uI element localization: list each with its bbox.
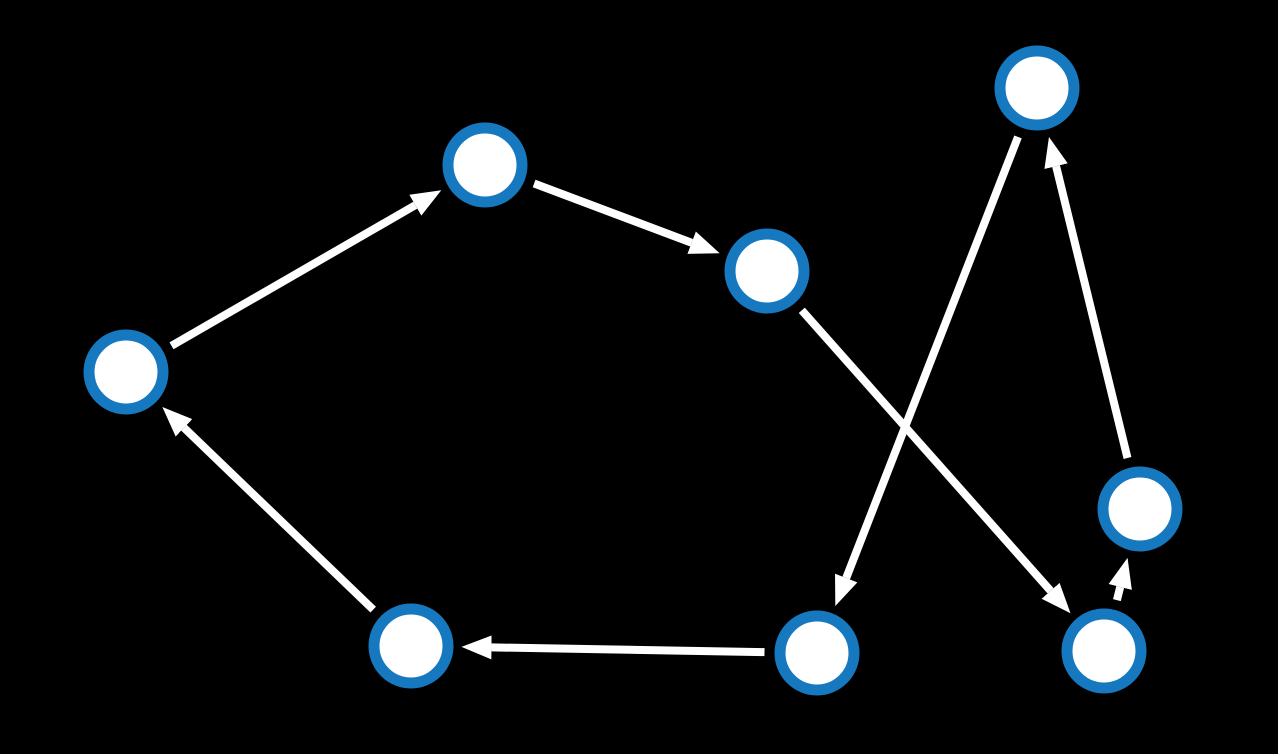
node-right: [1097, 466, 1183, 552]
edge-node-bottom-right-to-node-right: [1108, 557, 1132, 602]
edge-node-top-right-to-node-bottom-mid: [835, 135, 1022, 606]
node-left: [83, 329, 169, 415]
node-upper-middle: [442, 122, 528, 208]
edge-node-left-to-node-upper-middle: [169, 190, 442, 350]
edge-node-right-to-node-top-right: [1044, 137, 1132, 459]
edge-node-bottom-left-to-node-left: [162, 407, 376, 613]
edge-node-bottom-mid-to-node-bottom-left: [461, 635, 765, 660]
node-bottom-mid: [774, 610, 860, 696]
node-bottom-left: [368, 603, 454, 689]
edge-node-upper-middle-to-node-middle: [532, 179, 720, 254]
node-top-right: [994, 45, 1080, 131]
edge-node-middle-to-node-bottom-right: [798, 307, 1071, 614]
node-bottom-right: [1061, 608, 1147, 694]
node-middle: [724, 228, 810, 314]
